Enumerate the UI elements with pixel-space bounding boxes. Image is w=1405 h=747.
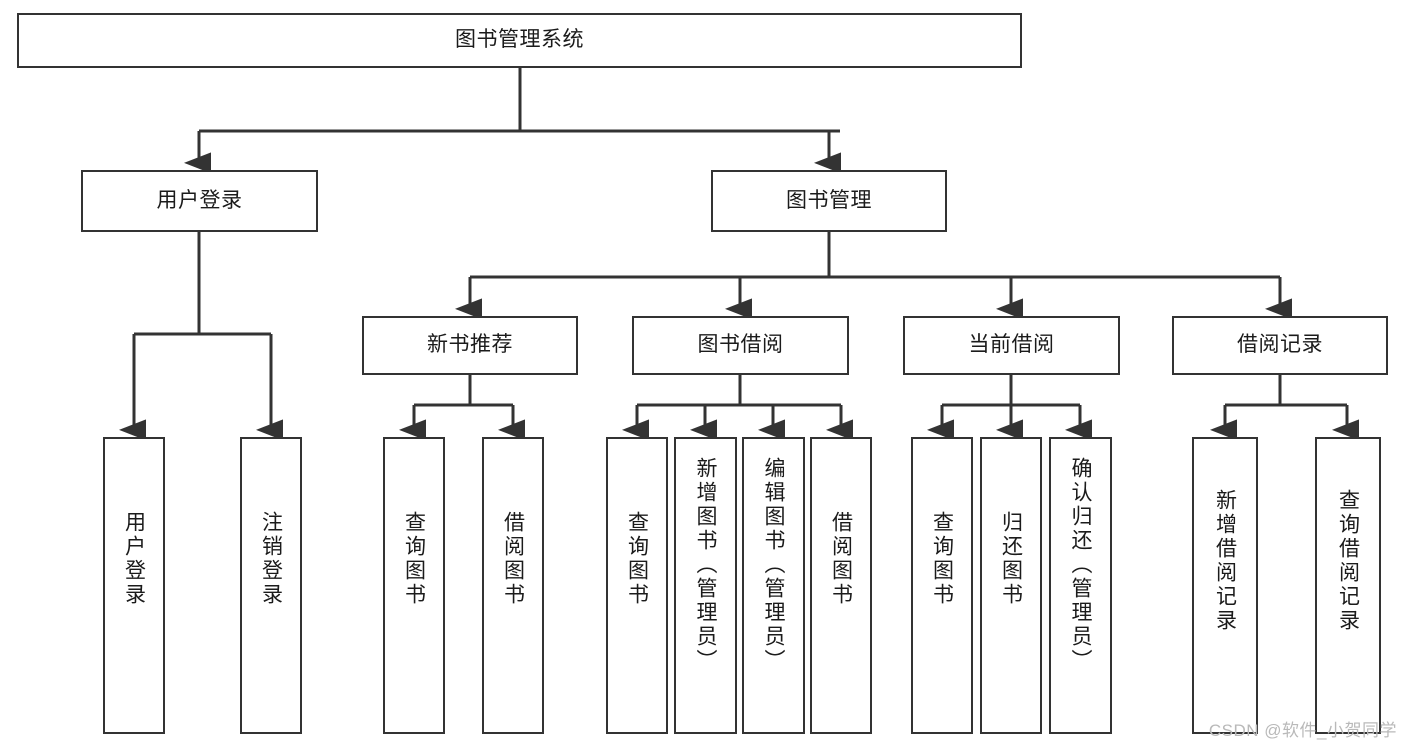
node-label: 查询借阅记录 [1336, 489, 1360, 633]
node-label: 当前借阅 [968, 333, 1055, 357]
node-user-login[interactable]: 用户登录 [81, 170, 318, 232]
node-leaf-confirm-return-admin[interactable]: 确认归还（管理员） [1049, 437, 1112, 734]
node-book-borrow[interactable]: 图书借阅 [632, 316, 849, 375]
watermark: CSDN @软件_小贺同学 [1208, 721, 1397, 740]
node-label: 查询图书 [930, 511, 954, 607]
node-current-borrow[interactable]: 当前借阅 [903, 316, 1120, 375]
node-leaf-user-login[interactable]: 用户登录 [103, 437, 165, 734]
node-label: 新增图书（管理员） [694, 457, 717, 673]
node-new-book-recommend[interactable]: 新书推荐 [362, 316, 578, 375]
node-label: 查询图书 [625, 511, 649, 607]
node-leaf-logout[interactable]: 注销登录 [240, 437, 302, 734]
node-label: 新增借阅记录 [1213, 489, 1237, 633]
node-leaf-borrow-book[interactable]: 借阅图书 [810, 437, 872, 734]
node-leaf-return-book[interactable]: 归还图书 [980, 437, 1042, 734]
node-label: 图书管理系统 [455, 28, 584, 52]
node-label: 借阅图书 [829, 511, 853, 607]
node-label: 注销登录 [259, 511, 283, 607]
node-book-management[interactable]: 图书管理 [711, 170, 947, 232]
node-leaf-add-book-admin[interactable]: 新增图书（管理员） [674, 437, 737, 734]
node-label: 借阅记录 [1237, 333, 1323, 357]
node-leaf-borrow-book-new[interactable]: 借阅图书 [482, 437, 544, 734]
node-label: 编辑图书（管理员） [762, 457, 785, 673]
node-leaf-query-borrow-record[interactable]: 查询借阅记录 [1315, 437, 1381, 734]
node-leaf-add-borrow-record[interactable]: 新增借阅记录 [1192, 437, 1258, 734]
node-label: 图书借阅 [697, 333, 784, 357]
node-label: 用户登录 [156, 188, 243, 212]
node-borrow-record[interactable]: 借阅记录 [1172, 316, 1388, 375]
node-label: 归还图书 [999, 511, 1023, 607]
node-leaf-query-book-new[interactable]: 查询图书 [383, 437, 445, 734]
node-label: 图书管理 [786, 188, 872, 212]
node-label: 借阅图书 [501, 511, 525, 607]
node-leaf-query-book-current[interactable]: 查询图书 [911, 437, 973, 734]
node-label: 查询图书 [402, 511, 426, 607]
node-label: 新书推荐 [427, 333, 513, 357]
node-leaf-query-book-borrow[interactable]: 查询图书 [606, 437, 668, 734]
node-root-book-management-system[interactable]: 图书管理系统 [17, 13, 1022, 68]
node-label: 用户登录 [122, 511, 146, 607]
node-leaf-edit-book-admin[interactable]: 编辑图书（管理员） [742, 437, 805, 734]
node-label: 确认归还（管理员） [1069, 457, 1092, 673]
